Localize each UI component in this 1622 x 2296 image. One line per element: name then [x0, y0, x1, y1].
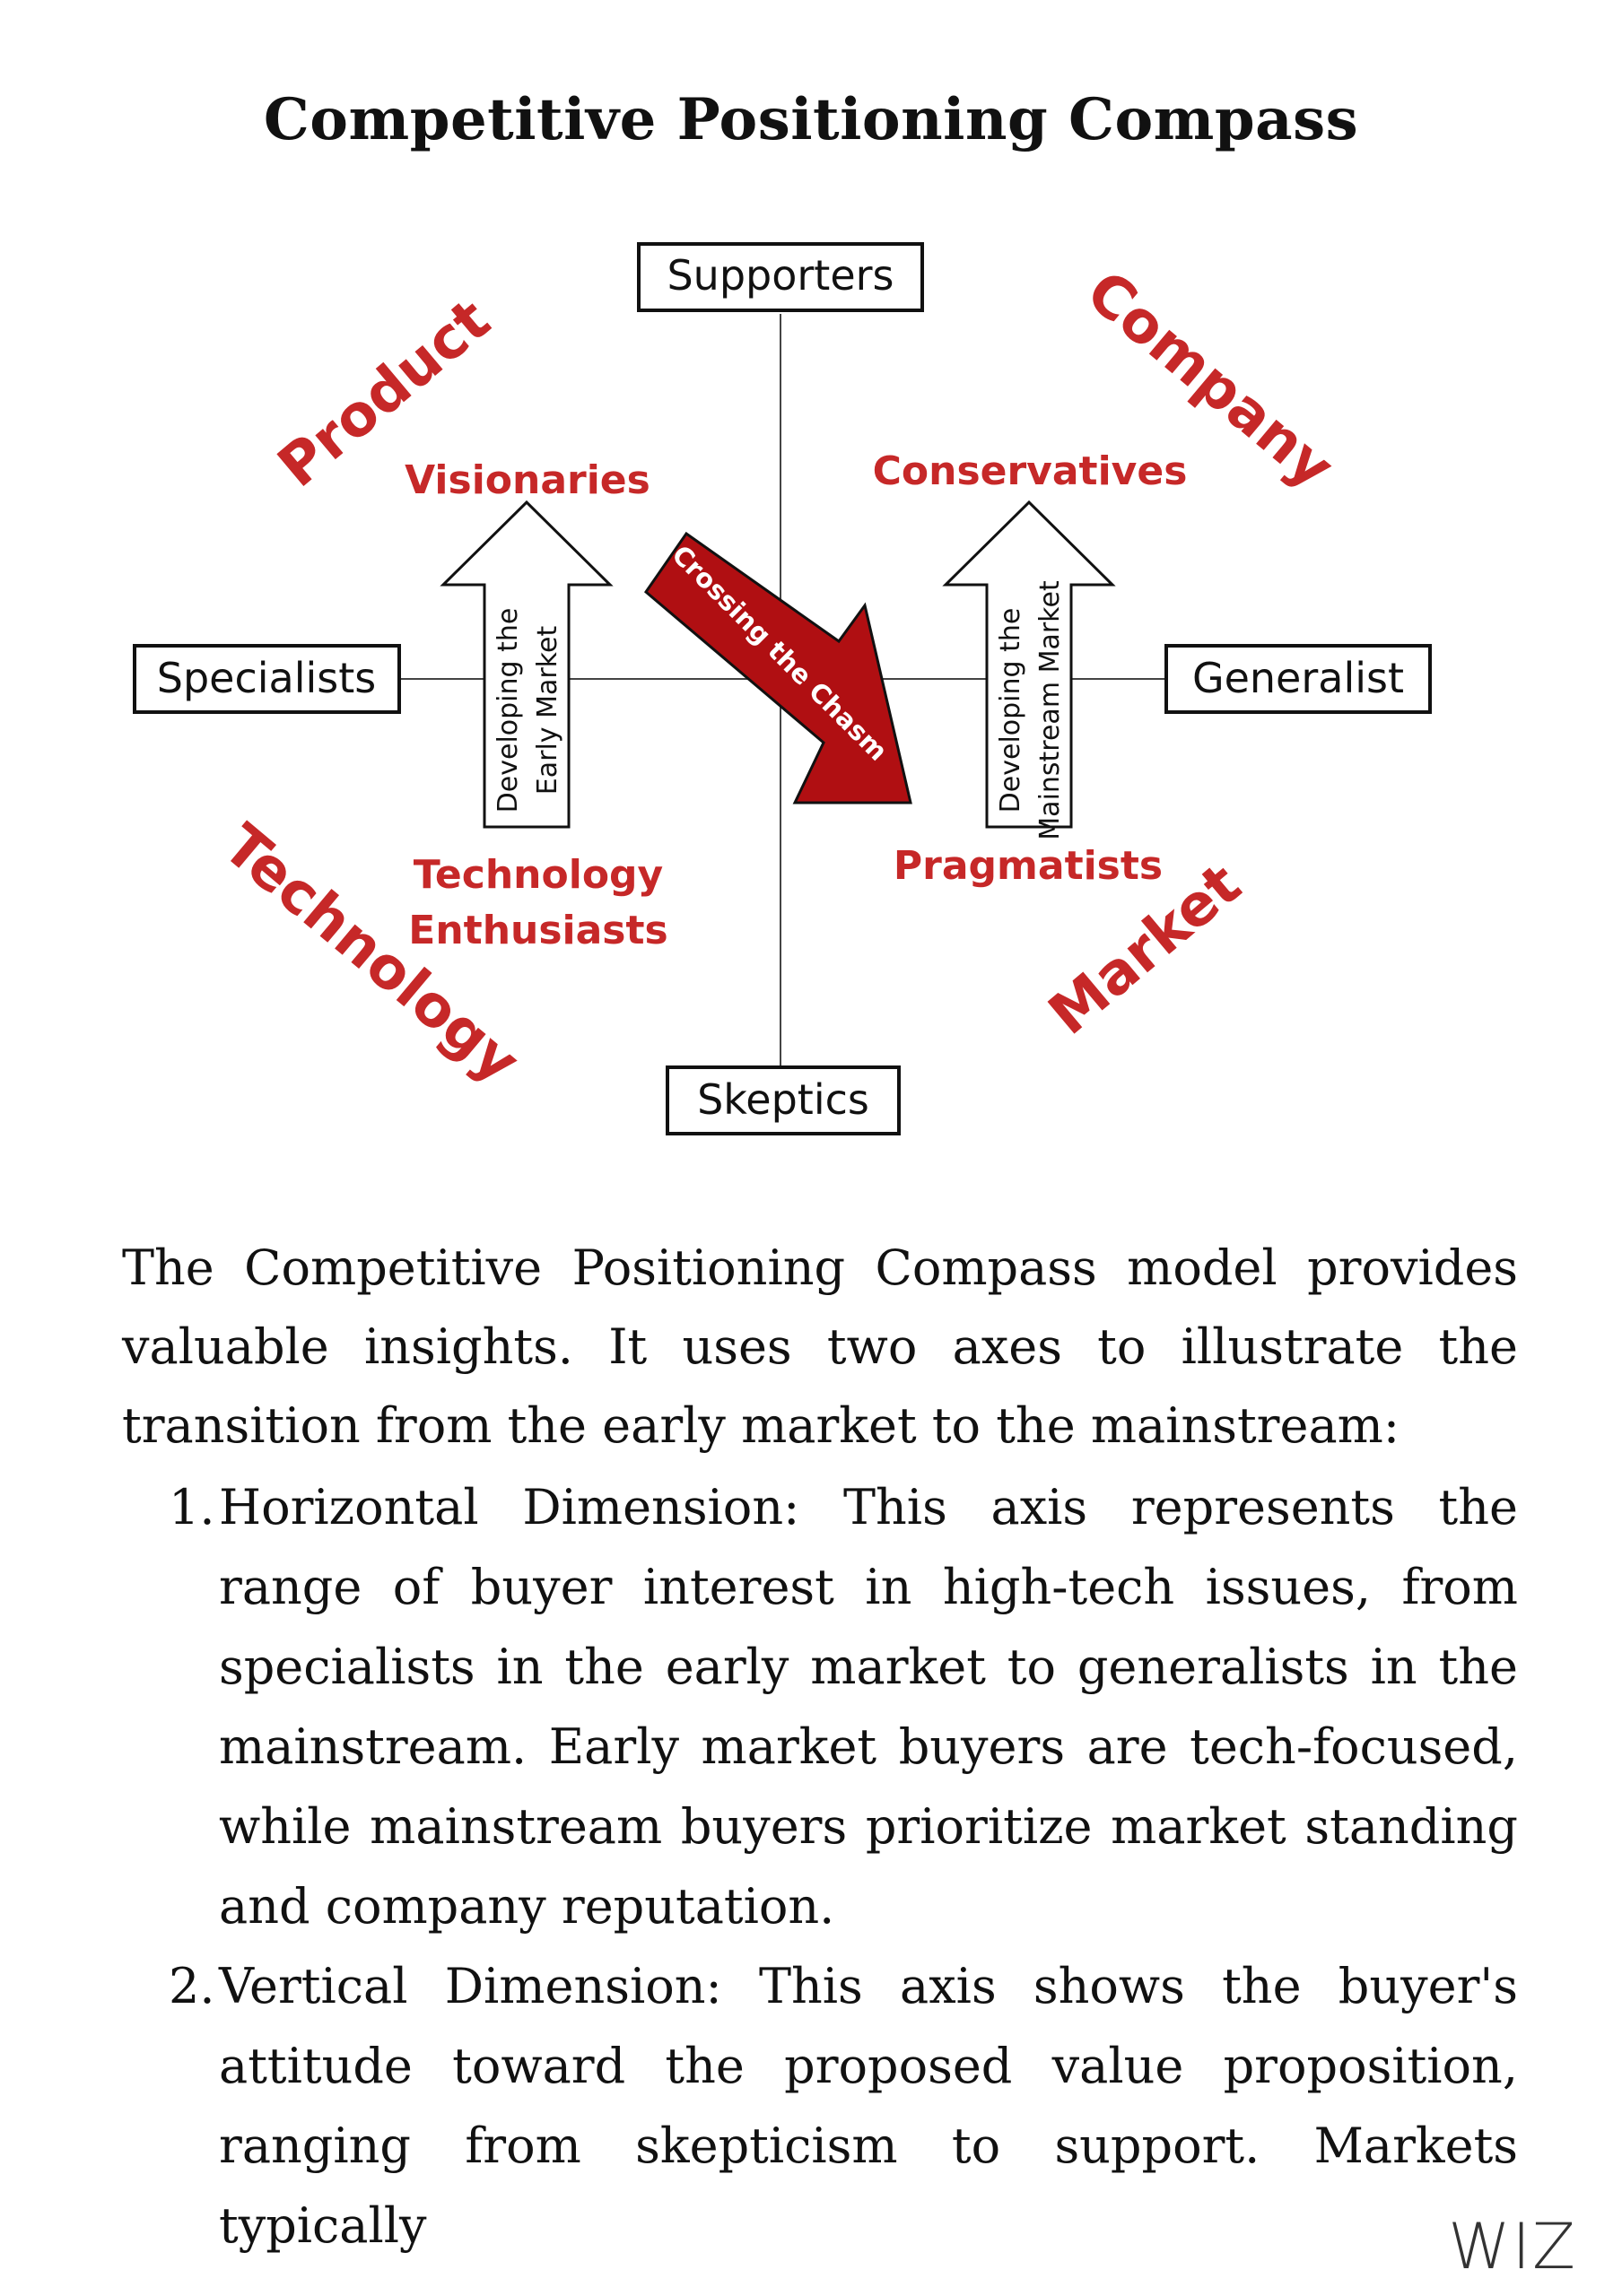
label-conservatives: Conservatives: [873, 448, 1188, 494]
intro-paragraph: The Competitive Positioning Compass mode…: [122, 1239, 1518, 1454]
list-text: Horizontal Dimension: This axis represen…: [219, 1479, 1518, 1935]
list-item: 2. Vertical Dimension: This axis shows t…: [122, 1946, 1518, 2266]
skeptics-box: Skeptics: [666, 1065, 901, 1135]
page-title: Competitive Positioning Compass: [263, 86, 1359, 153]
label-visionaries: Visionaries: [405, 457, 650, 503]
specialists-label: Specialists: [157, 654, 377, 702]
list-text: Vertical Dimension: This axis shows the …: [219, 1958, 1518, 2254]
label-enthusiasts-line2: Enthusiasts: [408, 908, 667, 953]
mainstream-market-arrow: Developing the Mainstream Market: [942, 500, 1116, 840]
early-market-line2: Early Market: [532, 626, 563, 796]
supporters-box: Supporters: [637, 242, 924, 312]
early-market-line1: Developing the: [493, 608, 524, 813]
label-technology-line1: Technology: [414, 852, 663, 898]
wiz-logo: WIZ: [1448, 2210, 1577, 2283]
list-item: 1. Horizontal Dimension: This axis repre…: [122, 1467, 1518, 1946]
label-pragmatists: Pragmatists: [894, 843, 1163, 889]
skeptics-label: Skeptics: [697, 1075, 869, 1124]
generalist-box: Generalist: [1164, 644, 1432, 714]
list-number: 2.: [169, 1958, 215, 2014]
supporters-label: Supporters: [667, 251, 894, 300]
mainstream-line1: Developing the: [995, 608, 1026, 813]
dimension-list: 1. Horizontal Dimension: This axis repre…: [122, 1467, 1518, 2266]
chasm-arrow: Crossing the Chasm: [643, 531, 912, 804]
compass-diagram: Supporters Skeptics Specialists Generali…: [0, 179, 1622, 1202]
compass-svg: Supporters Skeptics Specialists Generali…: [133, 242, 1432, 1135]
early-market-arrow: Developing the Early Market: [440, 500, 614, 829]
generalist-label: Generalist: [1192, 654, 1404, 702]
specialists-box: Specialists: [133, 644, 401, 714]
list-number: 1.: [169, 1479, 215, 1535]
mainstream-line2: Mainstream Market: [1034, 580, 1066, 840]
